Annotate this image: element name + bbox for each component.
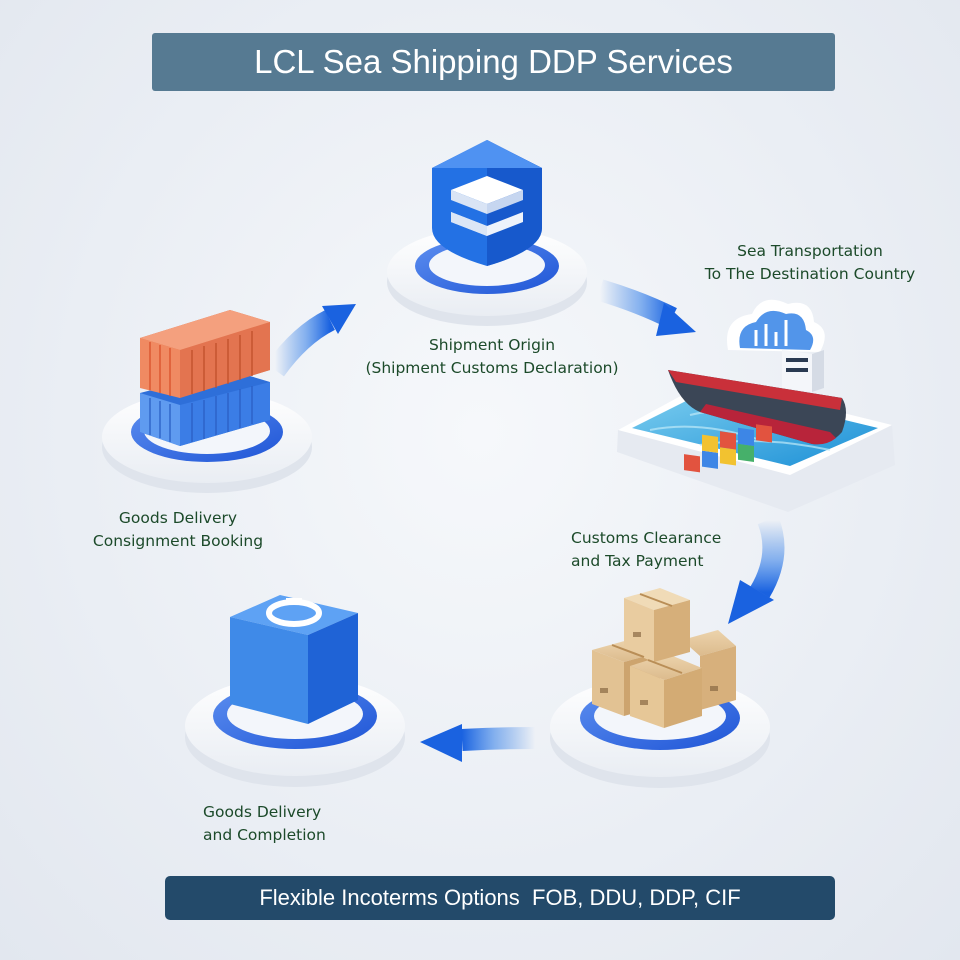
step5-label-line2: and Completion bbox=[203, 826, 326, 844]
step3-label-line1: Sea Transportation bbox=[737, 242, 883, 260]
step5-label: Goods Delivery and Completion bbox=[203, 801, 383, 847]
step4-label: Customs Clearance and Tax Payment bbox=[571, 527, 751, 573]
cardboard-boxes-icon bbox=[592, 588, 736, 728]
step2-label-line1: Shipment Origin bbox=[428, 336, 556, 354]
step3-label-line2: To The Destination Country bbox=[704, 265, 916, 283]
blue-cube-icon bbox=[230, 595, 358, 724]
step4-label-line2: and Tax Payment bbox=[571, 552, 704, 570]
flow-arrow-icon bbox=[420, 724, 536, 762]
shield-layers-icon bbox=[432, 140, 542, 266]
flow-arrow-icon bbox=[266, 304, 356, 377]
flow-arrow-icon bbox=[728, 515, 785, 624]
page-title: LCL Sea Shipping DDP Services bbox=[152, 33, 835, 91]
step4-label-line1: Customs Clearance bbox=[571, 529, 722, 547]
incoterms-footer-banner: Flexible Incoterms Options FOB, DDU, DDP… bbox=[165, 876, 835, 920]
step5-label-line1: Goods Delivery bbox=[203, 803, 322, 821]
step3-label: Sea Transportation To The Destination Co… bbox=[690, 240, 930, 286]
cargo-ship-icon bbox=[668, 299, 846, 473]
step2-label: Shipment Origin (Shipment Customs Declar… bbox=[352, 334, 632, 380]
flow-arrow-icon bbox=[596, 279, 696, 336]
step2-label-line2: (Shipment Customs Declaration) bbox=[365, 359, 619, 377]
shipping-container-icon bbox=[140, 310, 270, 446]
step1-label-line1: Goods Delivery bbox=[118, 509, 238, 527]
step1-label-line2: Consignment Booking bbox=[92, 532, 264, 550]
step1-label: Goods Delivery Consignment Booking bbox=[78, 507, 278, 553]
